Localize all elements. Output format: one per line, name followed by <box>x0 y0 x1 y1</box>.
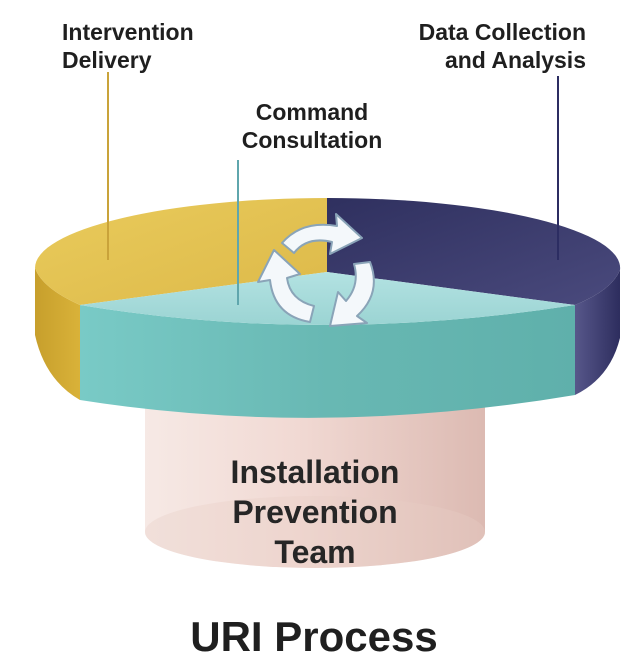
label-line: Team <box>274 534 356 570</box>
label-intervention-delivery: Intervention Delivery <box>62 18 194 74</box>
label-line: Delivery <box>62 47 152 73</box>
label-line: and Analysis <box>444 47 586 73</box>
segment-data-collection <box>327 197 621 305</box>
label-installation-prevention-team: Installation Prevention Team <box>180 452 450 572</box>
diagram-title: URI Process <box>190 613 438 660</box>
label-line: Installation <box>230 454 400 490</box>
label-command-consultation: Command Consultation <box>226 98 398 154</box>
leader-lines <box>107 72 559 305</box>
label-line: Consultation <box>241 127 383 153</box>
disk-side-walls <box>35 268 620 418</box>
label-line: Data Collection <box>418 19 586 45</box>
base-cylinder <box>145 392 485 568</box>
label-line: Command <box>255 99 369 125</box>
label-data-collection: Data Collection and Analysis <box>419 18 586 74</box>
segment-command-consultation <box>80 272 575 325</box>
label-line: Prevention <box>232 494 398 530</box>
disk-top <box>35 197 621 325</box>
cycle-arrows-icon <box>257 213 375 327</box>
label-line: Intervention <box>62 19 194 45</box>
